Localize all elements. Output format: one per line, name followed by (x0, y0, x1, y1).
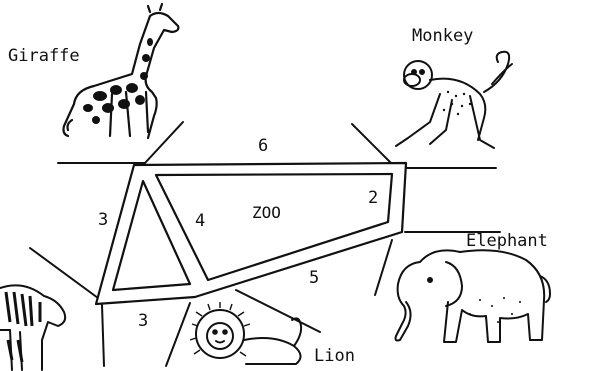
lion-drawing (196, 310, 301, 364)
path-line-elephant-down (375, 240, 392, 295)
zebra-drawing (0, 285, 65, 370)
label-lion: Lion (314, 348, 355, 365)
label-monkey: Monkey (412, 28, 473, 45)
path-length-right: 2 (368, 190, 378, 207)
label-giraffe: Giraffe (8, 48, 80, 65)
path-length-inner-diag: 4 (195, 213, 205, 230)
label-elephant: Elephant (466, 233, 548, 250)
path-length-bottom: 5 (309, 270, 319, 287)
elephant-drawing (396, 250, 551, 342)
path-length-lower-left: 3 (138, 313, 148, 330)
zebra-stripes (6, 292, 40, 362)
path-length-inner-left: 3 (98, 212, 108, 229)
label-zoo: ZOO (252, 205, 281, 221)
path-line-lowleft (102, 305, 104, 366)
path-line-zebra (30, 248, 98, 298)
path-length-top: 6 (258, 138, 268, 155)
path-line-lion-left (166, 303, 190, 366)
path-line-monkey (352, 124, 393, 165)
monkey-fur (443, 91, 471, 115)
path-line-lion-right (236, 290, 320, 332)
giraffe-drawing (64, 4, 179, 138)
giraffe-spots (83, 38, 153, 124)
monkey-drawing (396, 52, 512, 148)
